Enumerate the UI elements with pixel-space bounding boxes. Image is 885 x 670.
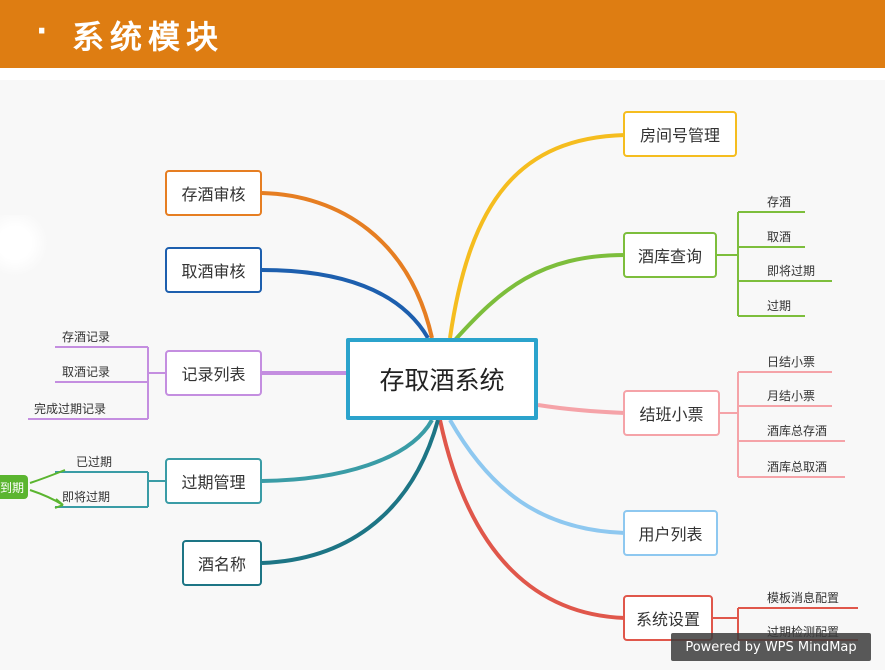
leaf-shift-total-take[interactable]: 酒库总取酒 — [767, 460, 828, 474]
leaf-records-store[interactable]: 存酒记录 — [62, 330, 111, 344]
title-bullet: · — [36, 14, 48, 49]
leaf-stock-take[interactable]: 取酒 — [767, 230, 792, 244]
node-records[interactable]: 记录列表 — [165, 350, 262, 396]
node-stock[interactable]: 酒库查询 — [623, 232, 717, 278]
leaf-shift-total-store[interactable]: 酒库总存酒 — [767, 424, 828, 438]
watermark: Powered by WPS MindMap — [671, 633, 871, 661]
link-take-review — [261, 268, 430, 340]
leaf-stock-expired[interactable]: 过期 — [767, 299, 792, 313]
link-names — [261, 419, 440, 565]
link-settings — [438, 419, 626, 620]
link-room — [448, 133, 626, 339]
link-expiry — [261, 419, 434, 483]
leaf-shift-monthly[interactable]: 月结小票 — [767, 389, 816, 403]
node-names[interactable]: 酒名称 — [182, 540, 262, 586]
tag-arrows — [29, 469, 66, 509]
node-take-review[interactable]: 取酒审核 — [165, 247, 262, 293]
records-branches — [28, 346, 165, 420]
side-tag[interactable]: 到期 — [0, 475, 28, 499]
page-header: · 系统模块 — [0, 0, 885, 68]
leaf-records-take[interactable]: 取酒记录 — [62, 365, 111, 379]
node-room[interactable]: 房间号管理 — [623, 111, 737, 157]
leaf-expiry-expired[interactable]: 已过期 — [76, 455, 113, 469]
leaf-records-expired-done[interactable]: 完成过期记录 — [34, 402, 107, 416]
leaf-stock-expiring[interactable]: 即将过期 — [767, 264, 816, 278]
root-node[interactable]: 存取酒系统 — [346, 338, 538, 420]
leaf-stock-store[interactable]: 存酒 — [767, 195, 792, 209]
node-shift[interactable]: 结班小票 — [623, 390, 720, 436]
leaf-shift-daily[interactable]: 日结小票 — [767, 355, 816, 369]
light-glare — [0, 215, 50, 275]
header-divider — [0, 68, 885, 80]
stock-branches — [717, 211, 832, 317]
link-users — [448, 419, 626, 535]
leaf-expiry-expiring[interactable]: 即将过期 — [62, 490, 111, 504]
expiry-branches — [55, 471, 165, 508]
leaf-settings-template[interactable]: 模板消息配置 — [767, 591, 840, 605]
shift-branches — [720, 371, 845, 478]
node-store-review[interactable]: 存酒审核 — [165, 170, 262, 216]
node-users[interactable]: 用户列表 — [623, 510, 718, 556]
page-title: 系统模块 — [72, 18, 225, 56]
link-stock — [453, 253, 626, 342]
link-shift — [537, 403, 626, 415]
link-store-review — [261, 191, 434, 339]
node-expiry[interactable]: 过期管理 — [165, 458, 262, 504]
